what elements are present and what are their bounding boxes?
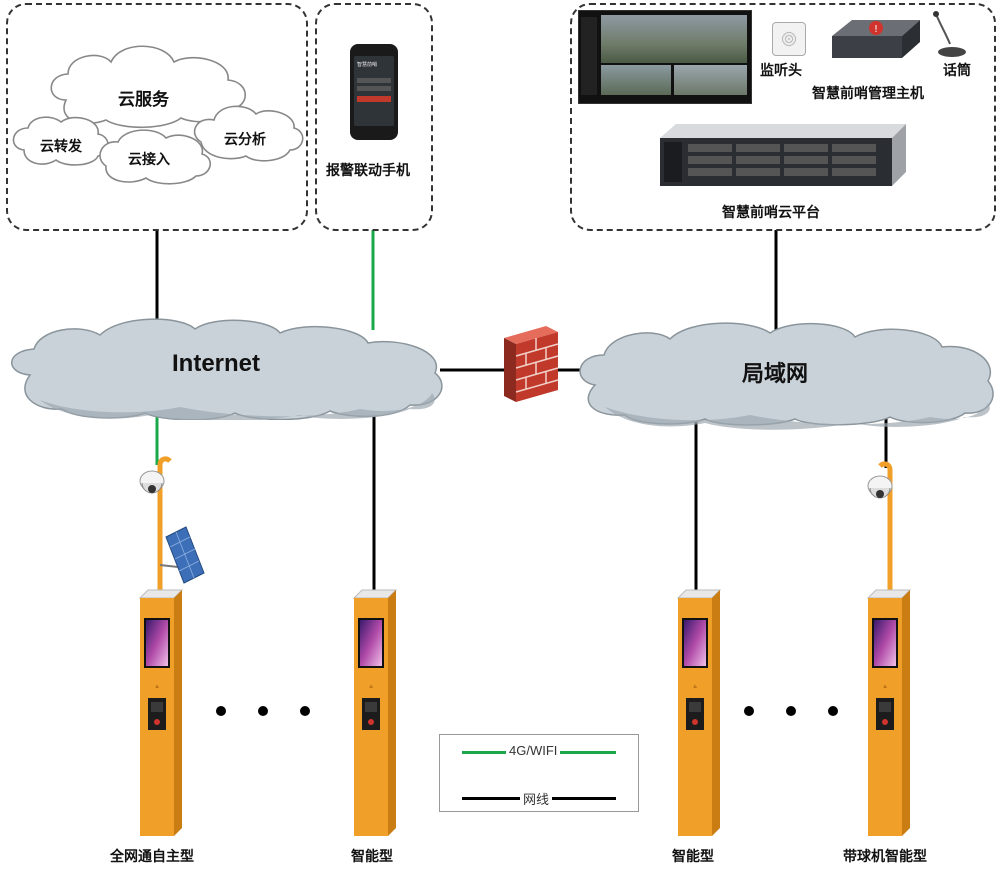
svg-text:⌂: ⌂ <box>369 684 372 690</box>
terminal-label-2: 智能型 <box>351 849 393 865</box>
management-host: ! <box>832 20 920 58</box>
cloud-services-box <box>6 3 308 231</box>
terminal-totem-3: ⌂ <box>676 588 722 838</box>
microphone-label: 话筒 <box>943 63 971 79</box>
firewall <box>504 326 559 402</box>
terminal-totem-1: ⌂ <box>138 588 184 838</box>
terminal-totem-4: ⌂ <box>866 588 912 838</box>
phone-box <box>315 3 433 231</box>
ellipsis-dot <box>300 706 310 716</box>
lan-cloud <box>579 322 994 430</box>
video-monitor-screen <box>578 10 752 104</box>
platform-box <box>570 3 996 231</box>
cloud-platform-label: 智慧前哨云平台 <box>722 205 820 221</box>
phone-label: 报警联动手机 <box>326 163 410 179</box>
lan-label: 局域网 <box>742 362 809 387</box>
ellipsis-dot <box>216 706 226 716</box>
svg-text:!: ! <box>874 24 878 35</box>
svg-text:⌂: ⌂ <box>693 684 696 690</box>
monitor-speaker-label: 监听头 <box>760 63 802 79</box>
cloud-services-graphic <box>12 45 304 185</box>
legend-wireless-label: 4G/WIFI <box>506 743 561 758</box>
cloud-service-main-label: 云服务 <box>118 90 169 110</box>
cloud-access-label: 云接入 <box>128 152 170 168</box>
terminal-label-3: 智能型 <box>672 849 714 865</box>
svg-text:⌂: ⌂ <box>883 684 886 690</box>
cloud-server <box>660 124 906 186</box>
ellipsis-dot <box>744 706 754 716</box>
terminal-label-4: 带球机智能型 <box>843 849 927 865</box>
terminal-totem-2: ⌂ <box>352 588 398 838</box>
svg-text:⌂: ⌂ <box>155 684 158 690</box>
legend: 4G/WIFI 网线 <box>439 734 639 812</box>
cloud-forward-label: 云转发 <box>40 139 82 155</box>
ellipsis-dot <box>828 706 838 716</box>
dome-camera-pole <box>867 461 893 595</box>
cloud-analysis-label: 云分析 <box>224 132 266 148</box>
internet-label: Internet <box>172 350 261 377</box>
alarm-phone: 智慧前哨 <box>350 44 398 140</box>
microphone <box>933 11 966 57</box>
monitor-speaker <box>772 22 806 56</box>
legend-wired-label: 网线 <box>520 789 553 808</box>
solar-dome-camera-pole <box>139 456 205 590</box>
ellipsis-dot <box>786 706 796 716</box>
phone-app-name: 智慧前哨 <box>357 62 378 68</box>
ellipsis-dot <box>258 706 268 716</box>
terminal-label-1: 全网通自主型 <box>110 849 194 865</box>
management-host-label: 智慧前哨管理主机 <box>812 86 924 102</box>
internet-cloud <box>11 318 443 420</box>
